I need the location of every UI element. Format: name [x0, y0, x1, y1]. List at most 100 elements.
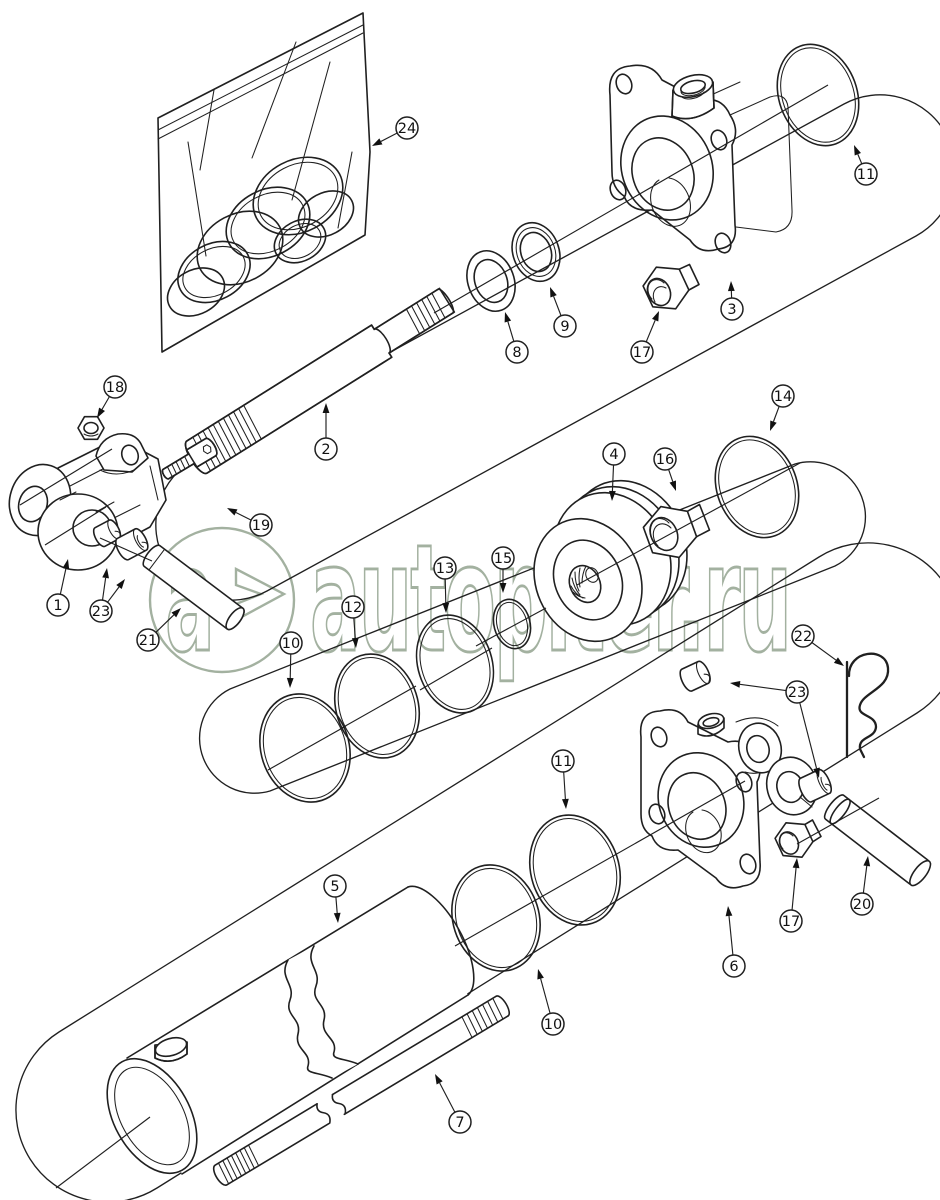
centerline [419, 647, 493, 691]
callout-circle [541, 1012, 565, 1036]
centerline [475, 607, 547, 647]
callout-16: 16 [653, 447, 677, 491]
callout-arrow-icon [652, 311, 659, 322]
callout-leader [353, 617, 356, 639]
callout-11: 11 [854, 145, 878, 186]
callout-circle [103, 375, 127, 399]
callout-leader [739, 683, 787, 692]
callout-arrow-icon [537, 969, 544, 980]
callout-leader [59, 568, 67, 595]
callout-9: 9 [550, 287, 577, 338]
callout-number: 3 [727, 302, 736, 318]
callout-arrow-icon [286, 677, 294, 688]
callout-24: 24 [372, 116, 419, 146]
callout-leader [857, 154, 863, 165]
callout-number: 14 [774, 389, 792, 405]
callout-number: 23 [92, 604, 110, 620]
callout-leader [563, 771, 566, 800]
callout-arrow-icon [813, 767, 820, 778]
callout-number: 11 [857, 167, 875, 183]
centerlines [19, 84, 880, 1189]
tie-rod-nut-bottom [774, 819, 822, 858]
callout-leader [289, 653, 292, 679]
callout-leader [611, 464, 615, 492]
callout-arrow-icon [102, 568, 109, 579]
callout-3: 3 [720, 281, 744, 321]
callout-arrow-icon [227, 508, 238, 516]
callout-number: 20 [853, 897, 871, 913]
callout-leader [799, 702, 818, 769]
callout-circle [433, 556, 457, 580]
callout-leader [668, 469, 674, 482]
callout-circle [630, 340, 654, 364]
callout-number: 5 [330, 879, 339, 895]
callout-arrow-icon [770, 420, 777, 431]
centerline [99, 537, 153, 562]
tie-rod-nut-top [642, 263, 700, 310]
backup-washer [511, 221, 561, 283]
callout-number: 10 [282, 636, 300, 652]
piston-wear-ring [714, 435, 800, 539]
callout-arrow-icon [322, 403, 330, 413]
callout-arrow-icon [499, 583, 507, 593]
callout-number: 22 [794, 629, 812, 645]
tube-break-symbol [284, 946, 378, 1078]
callout-circle [314, 437, 338, 461]
callout-circle [249, 513, 273, 537]
callout-leader [862, 865, 868, 894]
rod-clevis-group [8, 415, 245, 631]
centerline [433, 84, 829, 314]
cap-clevis-ear-1 [737, 722, 783, 774]
callout-arrow-icon [863, 856, 871, 867]
callout-circle [791, 624, 815, 648]
callout-15: 15 [491, 546, 515, 593]
tie-rod [212, 995, 510, 1186]
tube-port-boss [154, 1036, 188, 1062]
callout-17: 17 [630, 311, 659, 364]
callout-leader [811, 642, 837, 661]
callout-number: 21 [139, 633, 157, 649]
callout-arrow-icon [727, 281, 735, 292]
callout-23: 23 [730, 680, 820, 778]
centerline [339, 685, 417, 730]
callout-circle [779, 909, 803, 933]
callout-number: 10 [544, 1017, 562, 1033]
rod-end-head [608, 64, 793, 254]
callout-arrow-icon [854, 145, 861, 156]
callout-leader [791, 867, 797, 911]
cap-clevis-pin [823, 794, 932, 887]
assembly-group-outlines [15, 94, 940, 1200]
callout-number: 1 [53, 598, 62, 614]
cap-port-boss [697, 712, 725, 737]
callout-number: 11 [554, 754, 572, 770]
end-cap-group [639, 652, 932, 889]
callout-circle [279, 631, 303, 655]
callout-21: 21 [136, 608, 181, 652]
callout-23: 23 [89, 568, 125, 623]
piston-o-ring [333, 653, 421, 759]
callout-arrow-icon [725, 906, 733, 917]
callout-20: 20 [850, 856, 874, 916]
callout-number: 24 [398, 121, 416, 137]
callout-11: 11 [551, 749, 575, 809]
callout-arrow-icon [62, 559, 70, 570]
piston-group-outline [198, 461, 867, 794]
centerline [19, 448, 113, 506]
callout-10: 10 [279, 631, 303, 688]
centerline [454, 780, 746, 947]
callout-circle [551, 749, 575, 773]
pivot-pin [142, 544, 245, 631]
seal-kit-rings [166, 156, 355, 317]
callout-leader [507, 321, 515, 342]
callout-circle [341, 595, 365, 619]
cylinder-tube [106, 885, 475, 1175]
callout-10: 10 [537, 969, 565, 1036]
piston-spline-bore [568, 564, 602, 604]
callout-circle [720, 297, 744, 321]
barrel-group-outline [15, 542, 940, 1200]
callout-12: 12 [341, 595, 365, 648]
callout-leader [380, 132, 398, 142]
barrel-o-ring-left [451, 864, 541, 972]
